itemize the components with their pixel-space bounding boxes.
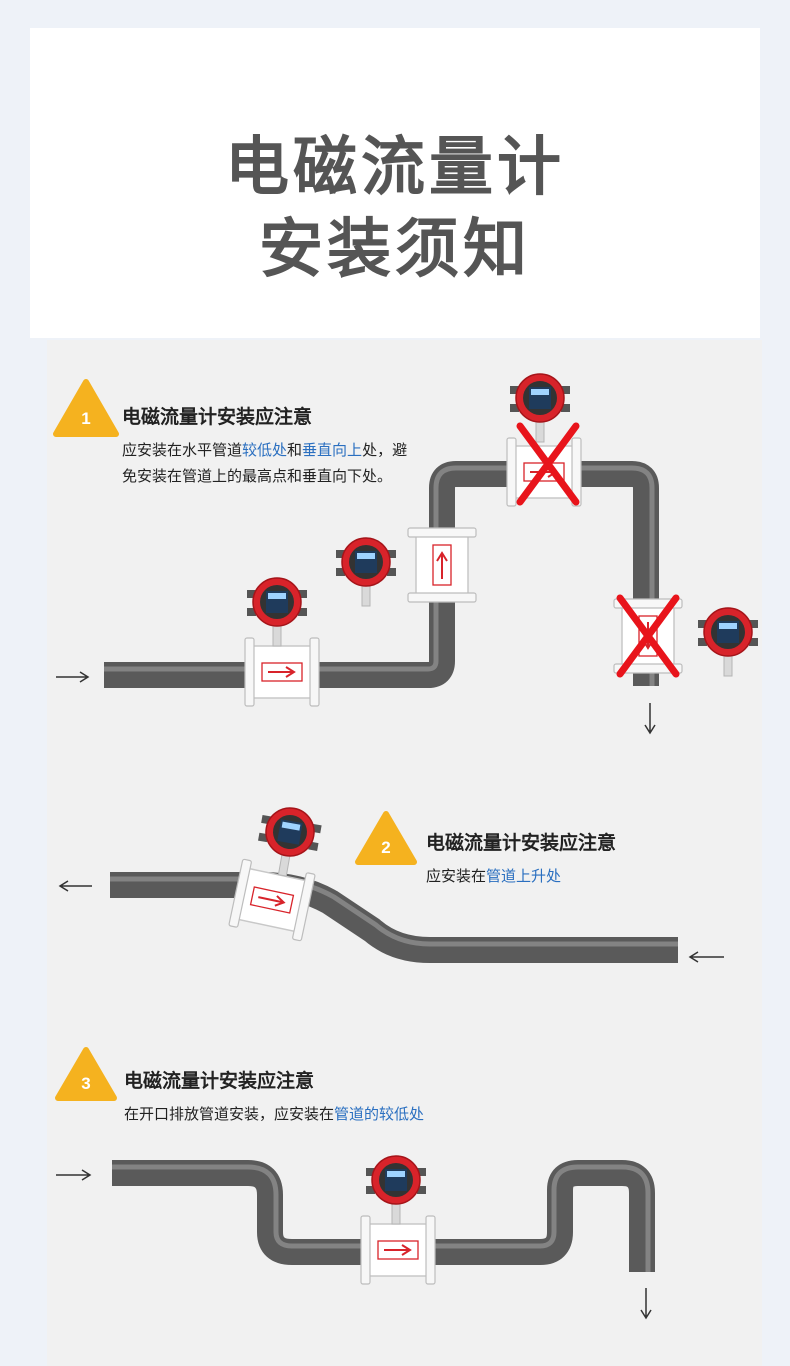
warning-triangle-icon-3: 3 [55,1047,117,1101]
flow-out-arrow-2 [58,880,92,892]
note-1-body-part: 处，避免安装在管道上的最高点和垂直向下处。 [122,441,408,485]
pipe-1 [104,461,659,688]
meter-head-3 [365,1155,427,1225]
page-title-line1: 电磁流量计 [225,131,565,205]
flow-in-arrow-2 [688,951,724,963]
note-1-highlight-low: 较低处 [242,441,288,459]
note-2-body: 应安装在管道上升处 [426,863,756,889]
note-3-number: 3 [81,1074,90,1093]
note-3: 电磁流量计安装应注意 在开口排放管道安装，应安装在管道的较低处 [124,1066,584,1127]
warning-triangle-icon-2: 2 [355,811,417,865]
note-2-number: 2 [381,838,390,857]
flowmeter-low-point-good [360,1215,436,1285]
flow-in-arrow-3 [56,1169,92,1181]
note-3-body: 在开口排放管道安装，应安装在管道的较低处 [124,1101,584,1127]
page-title-line2: 安装须知 [259,213,531,287]
flow-in-arrow-1 [56,671,90,683]
pipe-3 [112,1160,655,1272]
title-card: 电磁流量计 安装须知 [30,28,760,338]
note-1-highlight-vertical-up: 垂直向上 [302,441,363,459]
note-3-heading: 电磁流量计安装应注意 [124,1070,315,1092]
note-2-heading: 电磁流量计安装应注意 [426,832,617,854]
flowmeter-vertical-up-good [407,527,477,603]
note-1-number: 1 [81,409,90,428]
flowmeter-horizontal-good [244,637,320,707]
diagram-1 [56,373,759,735]
note-1-body-part: 和 [287,441,303,459]
diagram-2 [58,802,724,963]
flow-out-arrow-3 [640,1288,652,1320]
flow-out-arrow-1 [644,703,656,735]
note-3-highlight: 管道的较低处 [334,1105,425,1123]
note-2-body-part: 应安装在 [426,867,487,885]
flowmeter-rising-good [227,858,317,942]
note-1-heading: 电磁流量计安装应注意 [122,406,313,428]
note-1: 电磁流量计安装应注意 应安装在水平管道较低处和垂直向上处，避免安装在管道上的最高… [122,402,422,489]
note-3-body-part: 在开口排放管道安装，应安装在 [124,1105,335,1123]
meter-head-1d [697,607,759,677]
note-1-body-part: 应安装在水平管道 [122,441,243,459]
pipe-2 [110,872,678,963]
warning-triangle-icon-1: 1 [53,379,119,437]
meter-head-1b [335,537,397,607]
meter-head-2 [252,802,325,882]
note-2: 电磁流量计安装应注意 应安装在管道上升处 [426,828,756,889]
diagram-3 [56,1155,655,1320]
meter-head-1a [246,577,308,647]
note-2-highlight: 管道上升处 [486,867,562,885]
note-1-body: 应安装在水平管道较低处和垂直向上处，避免安装在管道上的最高点和垂直向下处。 [122,437,422,489]
meter-head-1c [509,373,571,443]
